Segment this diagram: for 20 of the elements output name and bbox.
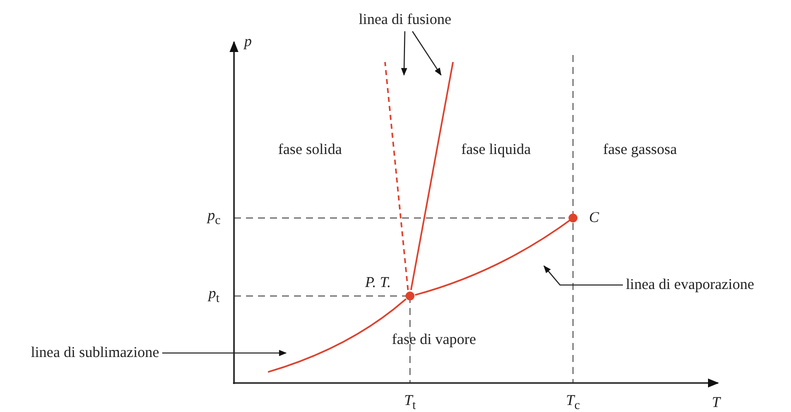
region-label: fase liquida: [461, 142, 531, 158]
region-label: fase di vapore: [392, 332, 476, 348]
callout-text: linea di sublimazione: [30, 344, 160, 362]
axis-label: p: [244, 34, 252, 50]
region-label: fase solida: [278, 142, 342, 158]
leader-line: [412, 31, 442, 76]
leader-line: [401, 31, 408, 76]
leader-line: [544, 265, 623, 286]
tick-label: T$_{c}$: [566, 393, 580, 412]
callout-text: linea di evaporazione: [626, 276, 754, 294]
callout-text: linea di fusione: [358, 12, 452, 28]
axis-label: T: [712, 394, 720, 412]
curve-line: [410, 62, 454, 290]
tick-label: p$_{c}$: [207, 208, 221, 228]
point-label: C: [589, 210, 599, 226]
region-label: fase gassosa: [603, 142, 677, 158]
tick-label: T$_{t}$: [404, 393, 416, 412]
point-label: P. T.: [365, 274, 391, 292]
leader-line: [162, 350, 287, 356]
tick-label: p$_{t}$: [208, 286, 220, 306]
